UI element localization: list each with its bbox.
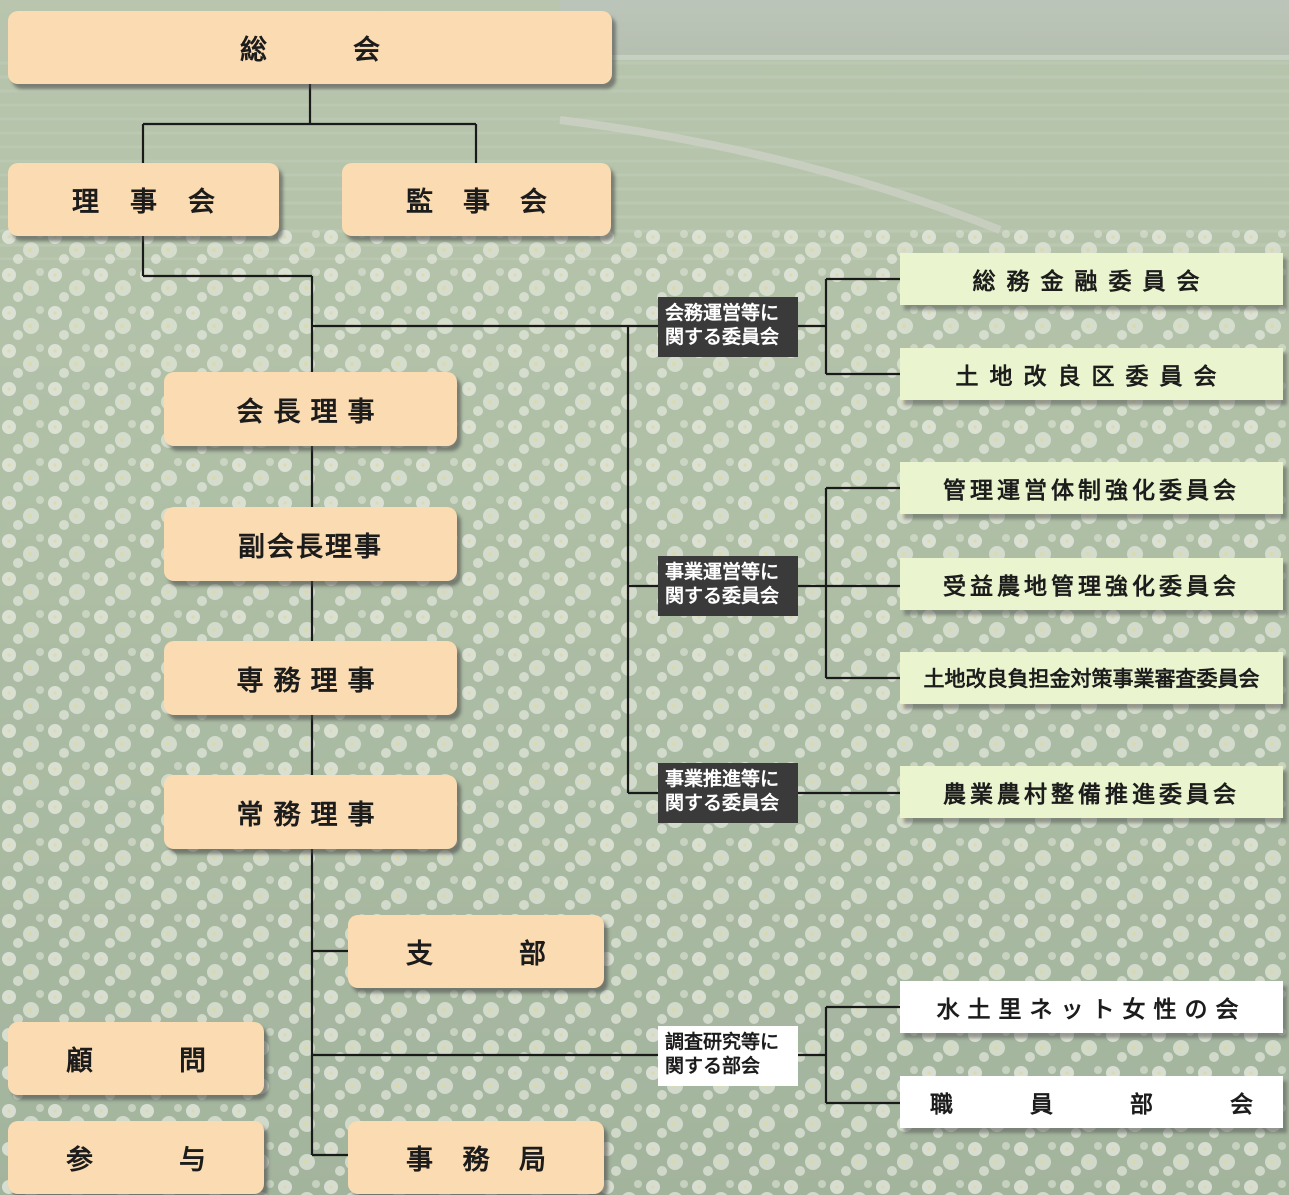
kanjikai-char-1: 監 (406, 187, 433, 218)
komon-char-1: 顧 (66, 1046, 93, 1077)
fukukaicho-label: 副会長理事 (238, 531, 383, 563)
fukukaicho-box: 副会長理事 (164, 507, 457, 581)
jomu-box: 常務理事 (164, 775, 457, 849)
shokuin-char-1: 職 (930, 1092, 953, 1118)
shokuin-char-4: 会 (1230, 1092, 1253, 1118)
committee-kanri-unei-label: 管理運営体制強化委員会 (943, 478, 1240, 504)
rijikai-char-2: 事 (130, 187, 157, 218)
committee-jueki-nochi-label: 受益農地管理強化委員会 (943, 574, 1240, 600)
sanyo-char-2: 与 (179, 1145, 206, 1176)
shokuin-char-3: 部 (1130, 1092, 1153, 1118)
group-label-kaimu: 会務運営等に 関する委員会 (658, 297, 798, 357)
senmu-label: 専務理事 (236, 665, 385, 697)
kanjikai-char-2: 事 (463, 187, 490, 218)
senmu-box: 専務理事 (164, 641, 457, 715)
kaicho-box: 会長理事 (164, 372, 457, 446)
kanjikai-box: 監 事 会 (342, 163, 611, 236)
group-label-jigyo-suishin: 事業推進等に 関する委員会 (658, 763, 798, 823)
jimukyoku-char-1: 事 (406, 1145, 433, 1176)
group-label-chosa: 調査研究等に 関する部会 (658, 1026, 798, 1086)
komon-box: 顧 問 (8, 1022, 264, 1095)
committee-somu-kinyu-label: 総務金融委員会 (972, 269, 1211, 295)
committee-futankin: 土地改良負担金対策事業審査委員会 (900, 652, 1283, 704)
jimukyoku-char-2: 務 (462, 1145, 490, 1176)
shibu-char-2: 部 (519, 939, 546, 970)
kanjikai-char-3: 会 (520, 187, 547, 218)
committee-tochi-kairyoku-label: 土地改良区委員会 (955, 364, 1228, 390)
committee-nogyo-noson: 農業農村整備推進委員会 (900, 766, 1283, 818)
committee-shokuin-bukai: 職 員 部 会 (900, 1076, 1283, 1128)
jomu-label: 常務理事 (236, 799, 385, 831)
committee-somu-kinyu: 総務金融委員会 (900, 253, 1283, 305)
group-label-jigyo-unei: 事業運営等に 関する委員会 (658, 556, 798, 616)
committee-josei-no-kai-label: 水土里ネット女性の会 (936, 997, 1247, 1023)
shibu-char-1: 支 (406, 939, 433, 970)
committee-kanri-unei: 管理運営体制強化委員会 (900, 462, 1283, 514)
sokai-char-1: 総 (240, 35, 267, 66)
komon-char-2: 問 (179, 1046, 206, 1077)
sanyo-char-1: 参 (66, 1145, 93, 1176)
committee-tochi-kairyoku: 土地改良区委員会 (900, 348, 1283, 400)
committee-nogyo-noson-label: 農業農村整備推進委員会 (943, 782, 1240, 808)
committee-futankin-label: 土地改良負担金対策事業審査委員会 (923, 667, 1260, 691)
committee-jueki-nochi: 受益農地管理強化委員会 (900, 558, 1283, 610)
rijikai-box: 理 事 会 (8, 163, 279, 236)
rijikai-char-3: 会 (188, 187, 215, 218)
jimukyoku-box: 事 務 局 (348, 1121, 604, 1194)
kaicho-label: 会長理事 (236, 396, 385, 428)
jimukyoku-char-3: 局 (519, 1145, 546, 1176)
sokai-box: 総 会 (8, 11, 612, 84)
shokuin-char-2: 員 (1030, 1092, 1053, 1118)
committee-josei-no-kai: 水土里ネット女性の会 (900, 981, 1283, 1033)
rijikai-char-1: 理 (72, 187, 99, 218)
sanyo-box: 参 与 (8, 1121, 264, 1194)
sokai-char-2: 会 (353, 35, 380, 66)
shibu-box: 支 部 (348, 915, 604, 988)
